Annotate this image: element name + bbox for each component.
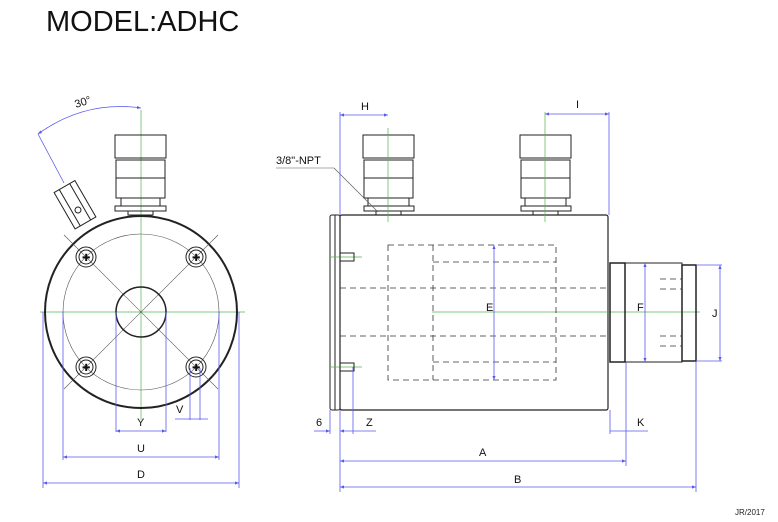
svg-text:✚: ✚ xyxy=(192,363,200,374)
port-label: 3/8"-NPT xyxy=(276,155,321,167)
dim-B: B xyxy=(514,474,521,486)
dim-Z: Z xyxy=(366,417,373,429)
dim-E: E xyxy=(486,302,493,314)
dim-Y: Y xyxy=(137,417,145,429)
side-view: E F J xyxy=(276,99,722,492)
bolt-holes: ✚ ✚ ✚ ✚ xyxy=(75,246,207,378)
svg-text:✚: ✚ xyxy=(82,363,90,374)
dim-K: K xyxy=(637,417,645,429)
dim-H: H xyxy=(361,101,369,113)
angle-label: 30° xyxy=(73,94,93,111)
drawing-credit: JR/2017 xyxy=(735,508,765,517)
side-coupler-left xyxy=(362,134,415,216)
dim-A: A xyxy=(479,447,487,459)
dim-D: D xyxy=(137,469,145,481)
front-coupler xyxy=(114,134,167,216)
drawing-title: MODEL:ADHC xyxy=(46,6,240,38)
dim-6: 6 xyxy=(316,417,322,429)
angled-fitting xyxy=(53,179,97,230)
svg-text:✚: ✚ xyxy=(82,253,90,264)
dim-J: J xyxy=(712,308,718,320)
dim-V: V xyxy=(176,404,184,416)
front-view: ✚ ✚ ✚ ✚ 30° xyxy=(37,94,245,488)
dim-I: I xyxy=(576,99,579,111)
dim-F: F xyxy=(637,302,644,314)
side-coupler-right xyxy=(519,134,572,216)
svg-text:✚: ✚ xyxy=(192,253,200,264)
dim-U: U xyxy=(137,443,145,455)
